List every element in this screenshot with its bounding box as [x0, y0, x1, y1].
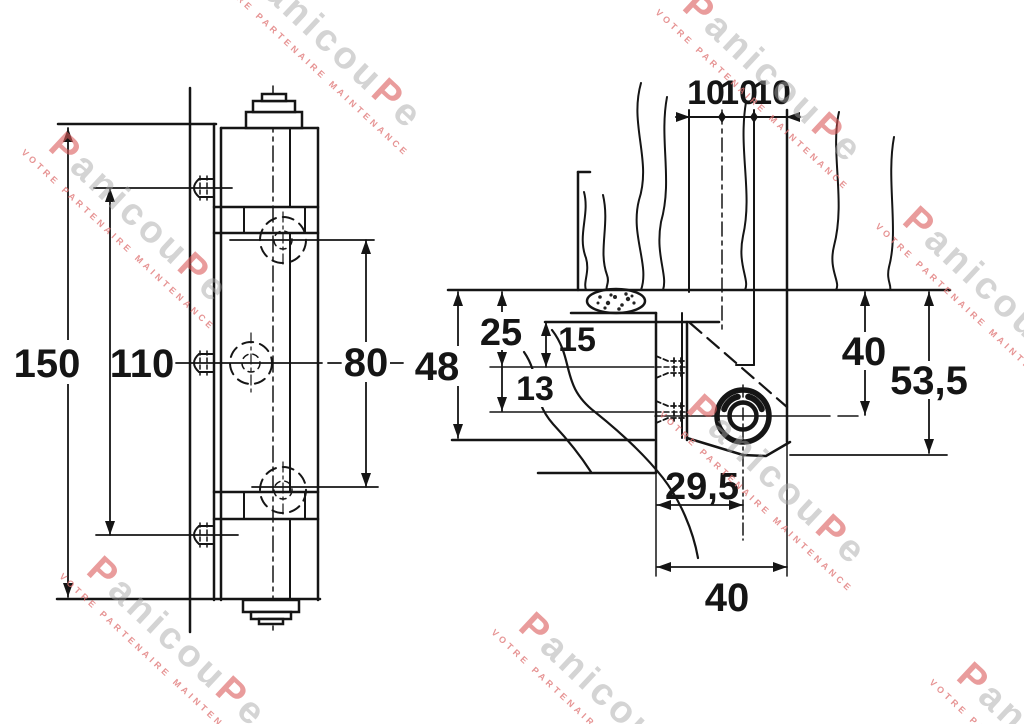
label-backgrounds [18, 312, 967, 407]
dim-label-10-1: 10 [687, 74, 725, 112]
dim-label-40-width: 40 [705, 576, 750, 620]
dim-label-53-5: 53,5 [890, 359, 968, 403]
dim-label-29-5: 29,5 [665, 466, 739, 508]
top-finial [244, 92, 304, 130]
dim-label-10-2: 10 [720, 74, 758, 112]
section-view-arrowheads [453, 111, 934, 572]
dim-label-13: 13 [516, 370, 554, 408]
pin-bushing [654, 384, 859, 541]
hidden-hole-circles [229, 211, 307, 519]
dim-label-15: 15 [558, 321, 596, 359]
dim-label-40-depth: 40 [842, 330, 887, 374]
hidden-screws [655, 355, 685, 424]
dim-label-80: 80 [344, 341, 389, 385]
seal-gasket [585, 287, 647, 315]
hidden-chamfer-line [688, 321, 789, 409]
bottom-finial [241, 598, 301, 626]
wood-grain-top [581, 82, 895, 291]
dim-label-10-3: 10 [753, 74, 791, 112]
dim-label-150: 150 [14, 342, 81, 386]
front-view-arrowheads [63, 128, 371, 597]
body-bottom-tip [685, 436, 792, 458]
frame-member [446, 170, 952, 292]
knuckle-band-top [212, 205, 320, 235]
dim-label-25: 25 [480, 312, 522, 354]
section-view [446, 82, 952, 577]
hinge-outline [55, 122, 322, 602]
wood-grain-bottom [522, 328, 700, 560]
mortise-and-leaf [450, 311, 721, 475]
screw-centerlines [489, 366, 689, 413]
dimension-labels: 150 110 80 10 10 10 48 25 15 13 40 53,5 … [14, 74, 968, 620]
dim-label-48: 48 [415, 345, 460, 389]
leaf-screws [193, 175, 214, 548]
dim-label-110: 110 [110, 342, 175, 386]
